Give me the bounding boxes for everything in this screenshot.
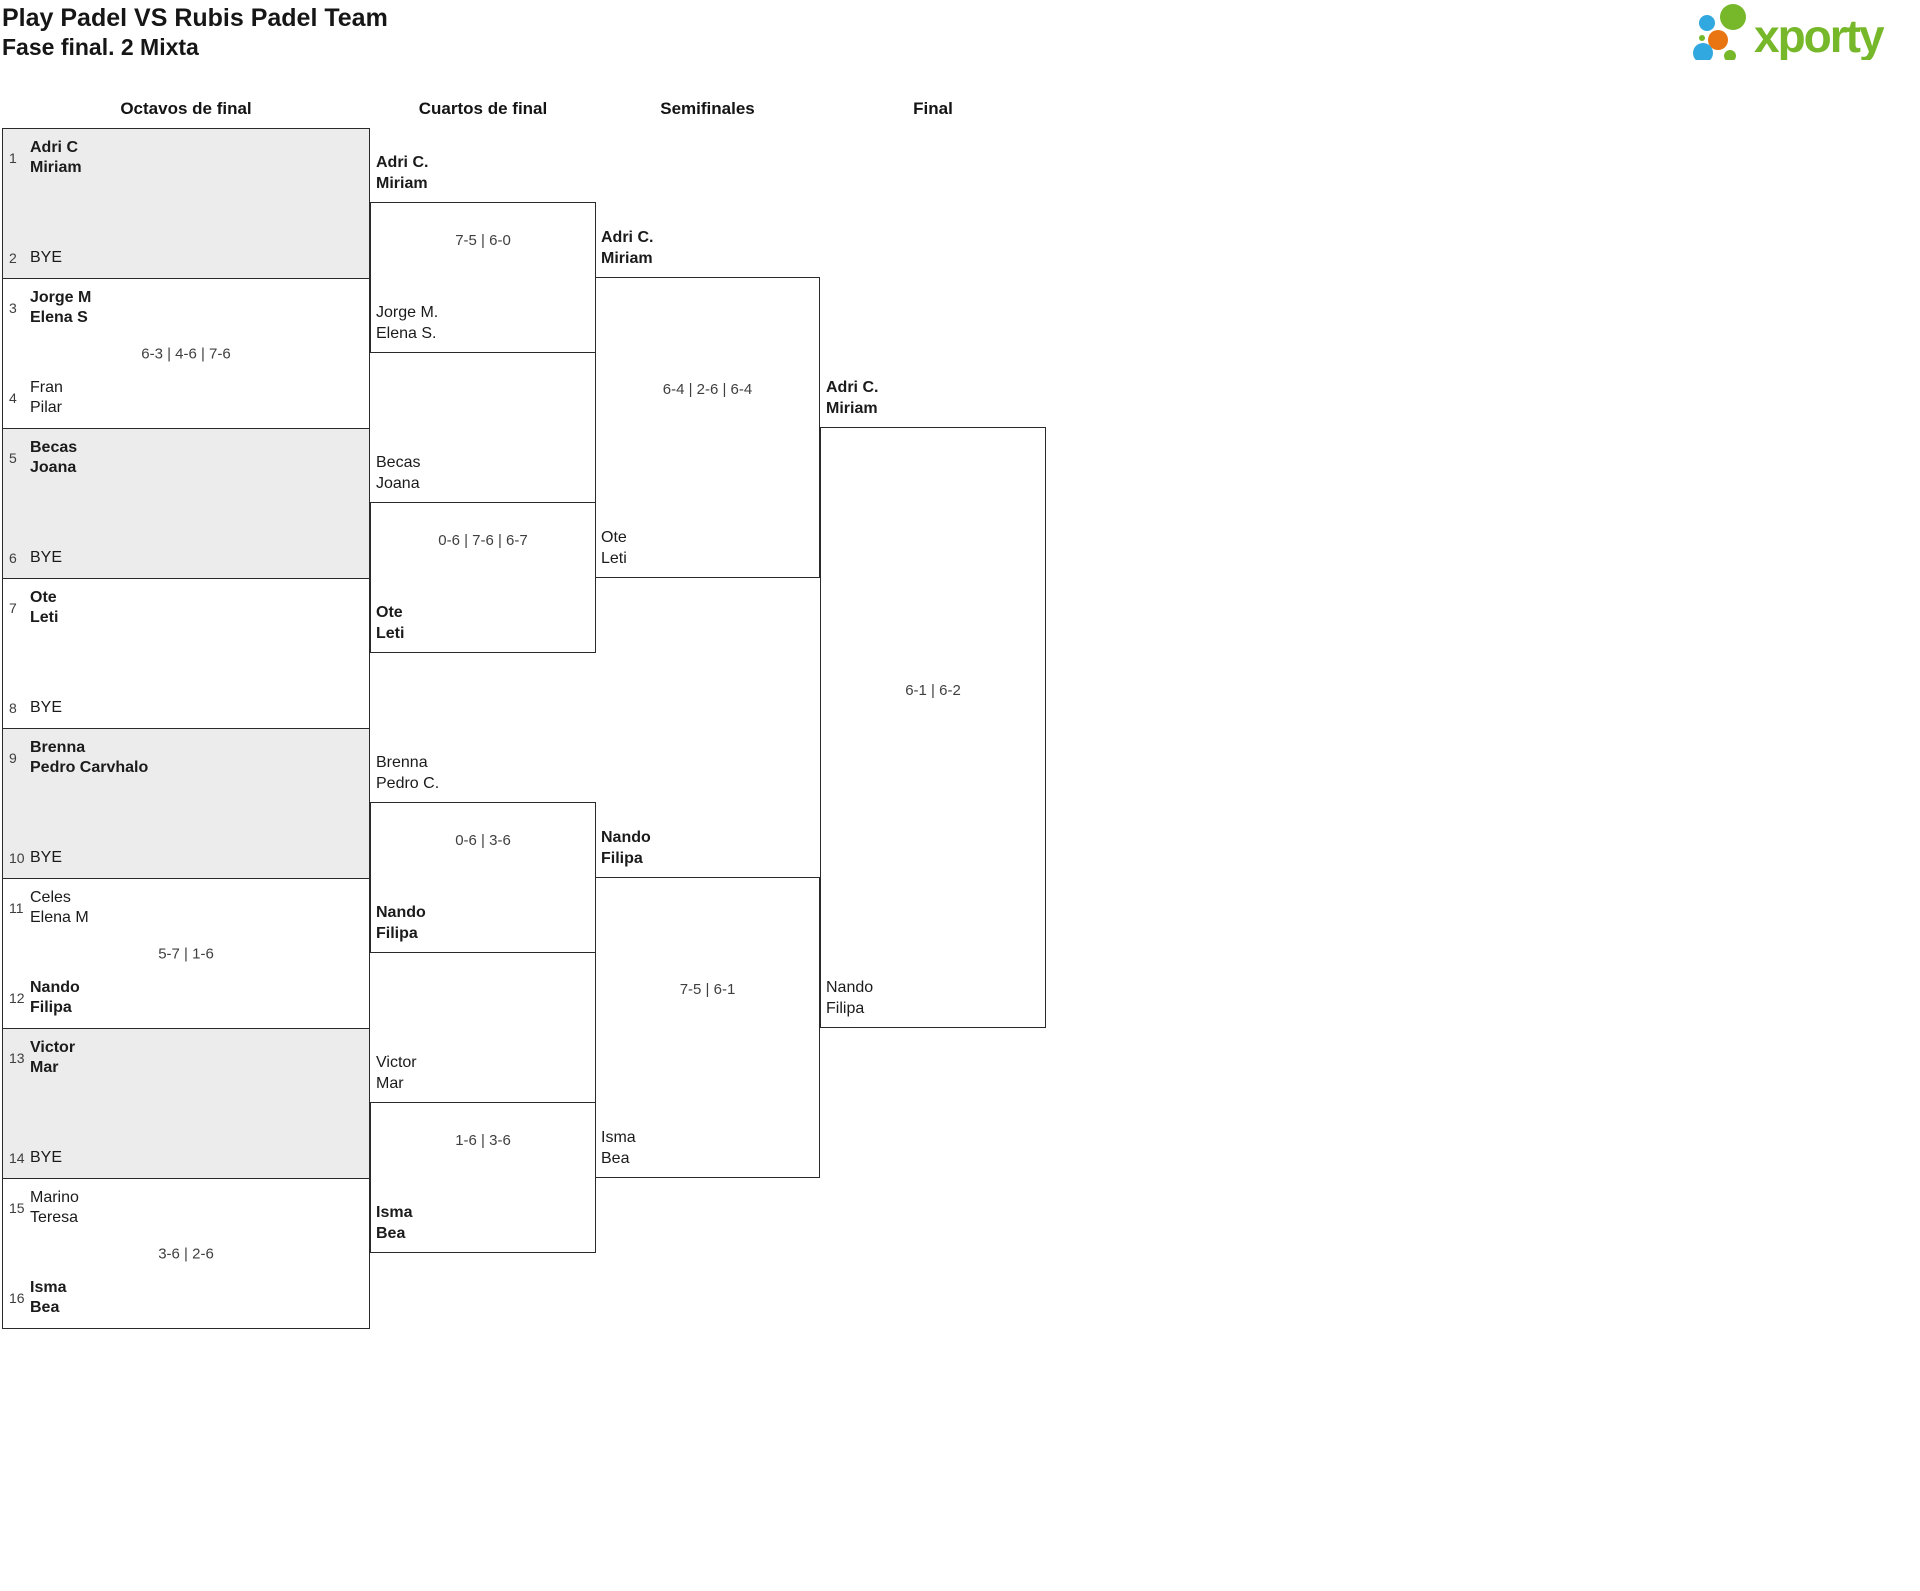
- participant: 16 Isma Bea: [3, 1278, 66, 1318]
- xporty-logo[interactable]: xporty: [1688, 2, 1908, 65]
- team-names: Nando Filipa: [826, 979, 874, 1017]
- participant: 11 Celes Elena M: [3, 888, 89, 928]
- team-names: Isma Bea: [601, 1129, 636, 1167]
- team-names: Brenna Pedro C.: [376, 754, 440, 792]
- seed-number: 2: [9, 250, 17, 266]
- page-subtitle: Fase final. 2 Mixta: [2, 34, 199, 60]
- team-names: Isma Bea: [30, 1279, 67, 1316]
- seed-number: 4: [9, 390, 17, 406]
- team-names: Fran Pilar: [30, 379, 63, 416]
- team-names: Adri C. Miriam: [376, 154, 429, 192]
- seed-number: 11: [9, 900, 24, 916]
- participant: 14 BYE: [3, 1148, 62, 1168]
- team-names: Brenna Pedro Carvhalo: [30, 739, 149, 776]
- team-names: BYE: [30, 549, 63, 566]
- match-box-r16-3[interactable]: 5 Becas Joana 6 BYE: [2, 428, 370, 579]
- round-header-cuartos: Cuartos de final: [418, 99, 548, 118]
- team-names: Victor Mar: [376, 1054, 417, 1092]
- participant: 9 Brenna Pedro Carvhalo: [3, 738, 148, 778]
- team-names: Nando Filipa: [376, 904, 426, 942]
- team-names: BYE: [30, 1149, 63, 1166]
- match-score: 1-6 | 3-6: [455, 1132, 511, 1149]
- team-names: Ote Leti: [30, 589, 59, 626]
- seed-number: 16: [9, 1290, 25, 1306]
- match-box-sf-2[interactable]: 7-5 | 6-1: [595, 877, 820, 1178]
- participant: 5 Becas Joana: [3, 438, 77, 478]
- team-names: Adri C. Miriam: [601, 229, 654, 267]
- match-box-r16-4[interactable]: 7 Ote Leti 8 BYE: [2, 578, 370, 729]
- participant: 12 Nando Filipa: [3, 978, 80, 1018]
- xporty-logo-icon: xporty: [1693, 4, 1887, 63]
- match-box-r16-5[interactable]: 9 Brenna Pedro Carvhalo 10 BYE: [2, 728, 370, 879]
- seed-number: 14: [9, 1150, 25, 1166]
- team-names: BYE: [30, 699, 63, 716]
- participant: 15 Marino Teresa: [3, 1188, 79, 1228]
- team-names: Jorge M. Elena S.: [376, 304, 439, 342]
- seed-number: 10: [9, 850, 25, 866]
- seed-number: 8: [9, 700, 17, 716]
- team-names: Nando Filipa: [601, 829, 651, 867]
- participant: 4 Fran Pilar: [3, 378, 63, 418]
- participant: 6 BYE: [3, 548, 62, 568]
- seed-number: 7: [9, 600, 17, 616]
- team-names-champion: Adri C. Miriam: [826, 379, 879, 417]
- participant: 7 Ote Leti: [3, 588, 58, 628]
- round-header-octavos: Octavos de final: [120, 99, 252, 118]
- xporty-logo-text: xporty: [1754, 10, 1885, 60]
- team-names: Marino Teresa: [30, 1189, 79, 1226]
- match-box-r16-2[interactable]: 3 Jorge M Elena S 6-3 | 4-6 | 7-6 4 Fran…: [2, 278, 370, 429]
- match-score: 6-1 | 6-2: [905, 682, 961, 699]
- team-names: BYE: [30, 849, 63, 866]
- match-score: 0-6 | 7-6 | 6-7: [438, 532, 528, 549]
- participant: 13 Victor Mar: [3, 1038, 75, 1078]
- match-box-r16-6[interactable]: 11 Celes Elena M 5-7 | 1-6 12 Nando Fili…: [2, 878, 370, 1029]
- team-names: Celes Elena M: [30, 889, 89, 926]
- round-header-final: Final: [913, 99, 953, 118]
- match-box-final[interactable]: 6-1 | 6-2: [820, 427, 1046, 1028]
- match-score: 7-5 | 6-1: [679, 981, 736, 998]
- seed-number: 12: [9, 990, 25, 1006]
- team-names: Jorge M Elena S: [30, 289, 92, 326]
- seed-number: 1: [9, 150, 17, 166]
- team-names: BYE: [30, 249, 63, 266]
- match-score: 0-6 | 3-6: [455, 832, 511, 849]
- match-score: 6-3 | 4-6 | 7-6: [141, 345, 231, 362]
- seed-number: 13: [9, 1050, 25, 1066]
- match-score: 5-7 | 1-6: [158, 945, 214, 962]
- match-box-sf-1[interactable]: 6-4 | 2-6 | 6-4: [595, 277, 820, 578]
- page-title: Play Padel VS Rubis Padel Team: [2, 4, 388, 32]
- match-score: 6-4 | 2-6 | 6-4: [662, 381, 753, 398]
- seed-number: 5: [9, 450, 17, 466]
- seed-number: 9: [9, 750, 17, 766]
- team-names: Victor Mar: [30, 1039, 76, 1076]
- match-score: 7-5 | 6-0: [455, 232, 511, 249]
- team-names: Ote Leti: [376, 604, 405, 642]
- seed-number: 3: [9, 300, 17, 316]
- seed-number: 15: [9, 1200, 25, 1216]
- round-header-semifinales: Semifinales: [660, 99, 755, 118]
- participant: 8 BYE: [3, 698, 62, 718]
- match-box-r16-8[interactable]: 15 Marino Teresa 3-6 | 2-6 16 Isma Bea: [2, 1178, 370, 1329]
- seed-number: 6: [9, 550, 17, 566]
- team-names: Isma Bea: [376, 1204, 413, 1242]
- team-names: Adri C Miriam: [30, 139, 82, 176]
- participant: 10 BYE: [3, 848, 62, 868]
- match-score: 3-6 | 2-6: [158, 1245, 214, 1262]
- participant: 1 Adri C Miriam: [3, 138, 82, 178]
- match-box-r16-1[interactable]: 1 Adri C Miriam 2 BYE: [2, 128, 370, 279]
- team-names: Becas Joana: [30, 439, 78, 476]
- team-names: Ote Leti: [601, 529, 627, 567]
- team-names: Becas Joana: [376, 454, 421, 492]
- participant: 2 BYE: [3, 248, 62, 268]
- participant: 3 Jorge M Elena S: [3, 288, 91, 328]
- team-names: Nando Filipa: [30, 979, 80, 1016]
- match-box-r16-7[interactable]: 13 Victor Mar 14 BYE: [2, 1028, 370, 1179]
